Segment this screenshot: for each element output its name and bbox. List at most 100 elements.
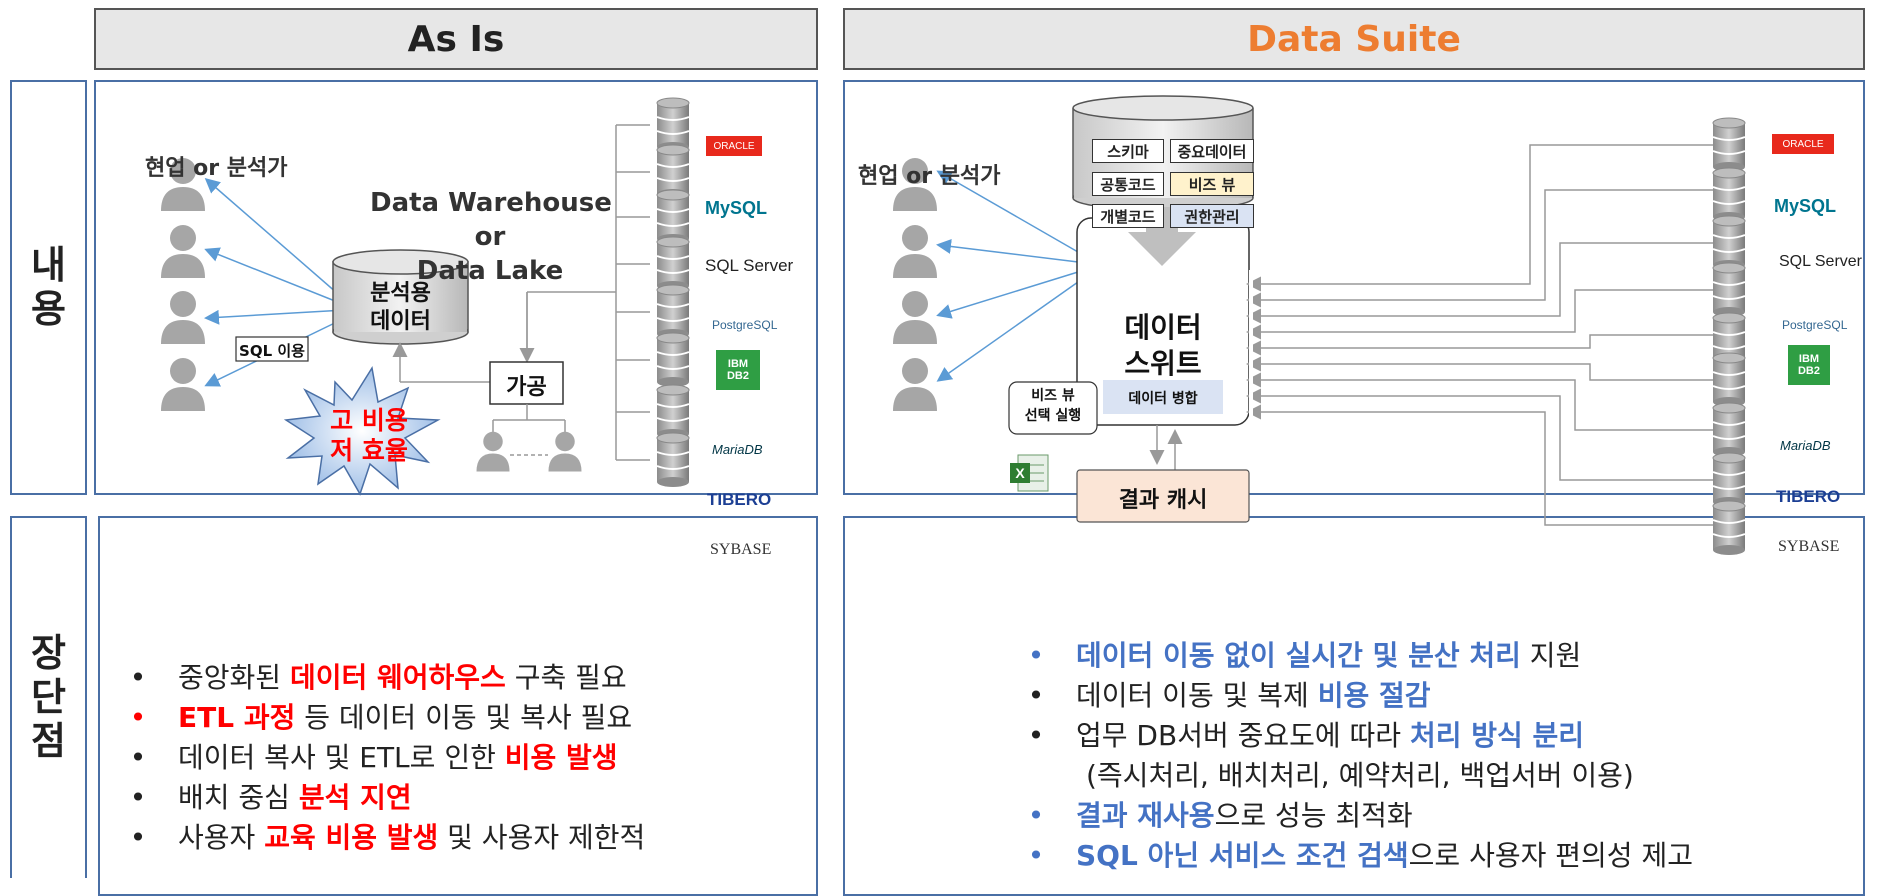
spreadsheet-icon: X xyxy=(1010,454,1049,492)
bullet-highlight: 결과 재사용 xyxy=(1076,799,1215,832)
database-icon xyxy=(656,332,690,388)
postgresql-logo: PostgreSQL xyxy=(712,318,778,332)
bullet-dot: • xyxy=(1027,839,1045,872)
sql-usage-label: SQL 이용 xyxy=(239,342,305,360)
bullet-dot: • xyxy=(1027,679,1045,712)
bullet-highlight: 분석 지연 xyxy=(298,781,412,814)
database-icon xyxy=(1712,352,1746,408)
database-icon xyxy=(656,284,690,340)
header-as-is: As Is xyxy=(94,8,818,70)
database-icon xyxy=(1712,500,1746,556)
dw-title-line: Data Warehouse xyxy=(370,188,612,218)
bullet-text: 업무 DB서버 중요도에 따라 xyxy=(1076,719,1410,752)
analysis-data-label: 분석용 데이터 xyxy=(333,280,468,336)
bizview-line: 비즈 뷰 xyxy=(1031,388,1075,404)
bullet-text: 으로 성능 최적화 xyxy=(1214,799,1413,832)
user-icon xyxy=(161,225,205,278)
bullet-text: 등 데이터 이동 및 복사 필요 xyxy=(295,701,633,734)
tibero-logo: TIBERO xyxy=(707,490,772,509)
database-icon xyxy=(1712,262,1746,318)
header-data-suite: Data Suite xyxy=(843,8,1865,70)
meta-chip-permissions: 권한관리 xyxy=(1170,204,1254,228)
side-pros-cons-char: 장 xyxy=(31,631,66,676)
list-item: • 중앙화된 데이터 웨어하우스 구축 필요 xyxy=(118,658,645,698)
side-pros-cons-char: 점 xyxy=(31,718,66,763)
bullet-highlight: 데이터 웨어하우스 xyxy=(289,661,506,694)
database-icon xyxy=(1712,452,1746,508)
db2-logo: IBM DB2 xyxy=(716,350,760,390)
database-icon xyxy=(656,97,690,153)
oracle-logo: ORACLE xyxy=(706,136,762,156)
list-item: • SQL 아닌 서비스 조건 검색으로 사용자 편의성 제고 xyxy=(1016,836,1693,876)
merge-label: 데이터 병합 xyxy=(1128,391,1198,407)
header-as-is-label: As Is xyxy=(407,18,505,60)
mariadb-logo: MariaDB xyxy=(1780,438,1831,453)
process-label: 가공 xyxy=(506,375,547,400)
user-icon xyxy=(893,291,937,344)
bullet-dot: • xyxy=(129,781,147,814)
as-is-bullet-list: • 중앙화된 데이터 웨어하우스 구축 필요 •ETL 과정 등 데이터 이동 및… xyxy=(118,658,646,858)
users-label: 현업 or 분석가 xyxy=(858,164,1001,189)
cost-burst-label: 고 비용 저 효율 xyxy=(315,406,423,466)
postgresql-logo: PostgreSQL xyxy=(1782,318,1848,332)
dw-title-line: Data Lake xyxy=(416,256,564,286)
as-is-pros-cons-panel xyxy=(98,516,818,896)
bullet-text: 으로 사용자 편의성 제고 xyxy=(1408,839,1693,872)
data-suite-pros-cons-panel xyxy=(843,516,1865,896)
list-item: •데이터 이동 없이 실시간 및 분산 처리 지원 xyxy=(1016,636,1693,676)
analysis-data-line: 분석용 xyxy=(370,281,431,306)
bullet-dot: • xyxy=(129,741,147,774)
list-item: •ETL 과정 등 데이터 이동 및 복사 필요 xyxy=(118,698,645,738)
database-icon xyxy=(1712,167,1746,223)
database-icon xyxy=(656,189,690,245)
cost-burst-line: 고 비용 xyxy=(330,406,408,435)
bullet-text: 구축 필요 xyxy=(505,661,627,694)
bullet-text: (즉시처리, 배치처리, 예약처리, 백업서버 이용) xyxy=(1086,759,1634,792)
bullet-text: 데이터 이동 및 복제 xyxy=(1076,679,1318,712)
operator-icon xyxy=(476,431,510,472)
bullet-text: 중앙화된 xyxy=(178,661,290,694)
header-data-suite-label: Data Suite xyxy=(1247,18,1461,60)
dw-title-line: or xyxy=(474,222,506,252)
users-label: 현업 or 분석가 xyxy=(145,156,288,181)
database-icon xyxy=(656,384,690,440)
list-item: •업무 DB서버 중요도에 따라 처리 방식 분리 xyxy=(1016,716,1693,756)
bizview-label: 비즈 뷰 선택 실행 xyxy=(1009,386,1097,426)
merge-box xyxy=(1103,380,1223,414)
side-pros-cons-char: 단 xyxy=(31,675,66,720)
side-label-pros-cons: 장 단 점 xyxy=(10,516,87,878)
bizview-line: 선택 실행 xyxy=(1024,408,1082,424)
bullet-highlight: SQL 아닌 서비스 조건 검색 xyxy=(1076,839,1409,872)
database-icon xyxy=(656,236,690,292)
result-cache-label: 결과 캐시 xyxy=(1118,488,1208,513)
meta-chip-schema: 스키마 xyxy=(1092,139,1164,163)
mariadb-logo: MariaDB xyxy=(712,442,763,457)
svg-text:X: X xyxy=(1015,465,1025,481)
bullet-highlight: 데이터 이동 없이 실시간 및 분산 처리 xyxy=(1076,639,1521,672)
bullet-text: 데이터 복사 및 ETL로 인한 xyxy=(178,741,505,774)
cost-burst-shape xyxy=(283,365,441,496)
list-item: • 데이터 복사 및 ETL로 인한 비용 발생 xyxy=(118,738,645,778)
sqlserver-logo: SQL Server xyxy=(705,256,794,275)
suite-title-line: 데이터 xyxy=(1124,311,1202,344)
bullet-text: 및 사용자 제한적 xyxy=(438,821,646,854)
list-item: •사용자 교육 비용 발생 및 사용자 제한적 xyxy=(118,818,646,858)
user-icon xyxy=(161,358,205,411)
mysql-logo: MySQL xyxy=(1774,196,1837,216)
bullet-dot: • xyxy=(1027,639,1045,672)
data-suite-bullet-list: •데이터 이동 없이 실시간 및 분산 처리 지원 •데이터 이동 및 복제 비… xyxy=(1016,636,1693,876)
meta-chip-biz-view: 비즈 뷰 xyxy=(1170,172,1254,196)
meta-chip-custom-code: 개별코드 xyxy=(1092,204,1164,228)
sqlserver-logo: SQL Server xyxy=(1779,253,1862,270)
bullet-text: 사용자 xyxy=(178,821,265,854)
database-icon xyxy=(656,432,690,488)
sybase-logo: SYBASE xyxy=(1778,538,1840,555)
bullet-dot: • xyxy=(129,661,147,694)
bullet-dot: • xyxy=(129,821,147,854)
operator-icon xyxy=(548,431,582,472)
sql-usage-box xyxy=(235,336,309,362)
list-item: •결과 재사용으로 성능 최적화 xyxy=(1016,796,1693,836)
oracle-logo: ORACLE xyxy=(1772,134,1834,154)
side-content-char: 내 xyxy=(31,242,66,287)
bullet-highlight: 비용 발생 xyxy=(504,741,618,774)
